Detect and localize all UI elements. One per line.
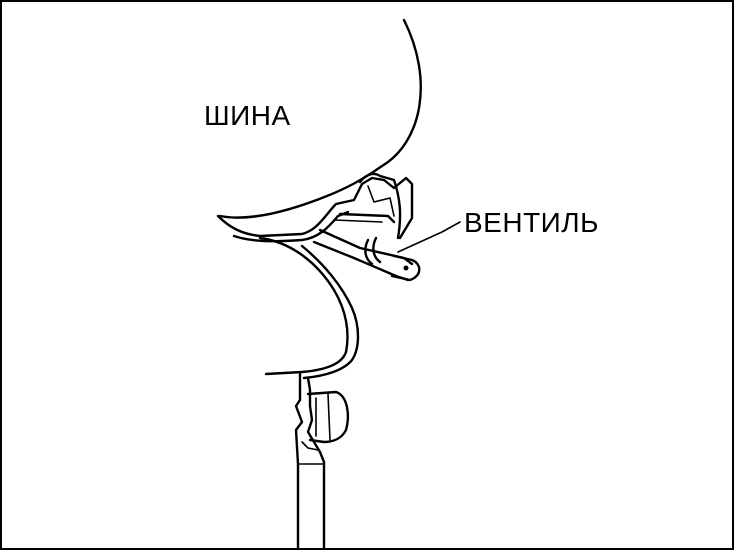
hub-face xyxy=(297,441,325,465)
tire-label: ШИНА xyxy=(204,100,291,131)
rim-flange xyxy=(216,176,414,240)
lug-nut-flats xyxy=(315,393,331,441)
lug-nut xyxy=(306,390,350,444)
rim-well-outer xyxy=(258,236,349,376)
valve-label: ВЕНТИЛЬ xyxy=(464,207,600,238)
valve-collar xyxy=(364,236,382,266)
wheel-disc-left xyxy=(294,372,304,548)
rim-well-inner xyxy=(300,244,360,380)
valve-cap xyxy=(390,254,421,282)
valve-seat-lower xyxy=(333,219,383,223)
wheel-disc-right xyxy=(306,376,326,548)
valve-leader-line xyxy=(397,221,461,253)
valve-seat xyxy=(338,212,396,224)
tire-bead-inner xyxy=(367,185,395,217)
valve-core-dot xyxy=(403,265,409,271)
rim-flange-inner xyxy=(232,210,350,243)
tire-bead xyxy=(358,172,402,240)
valve-stem-body xyxy=(318,228,414,266)
